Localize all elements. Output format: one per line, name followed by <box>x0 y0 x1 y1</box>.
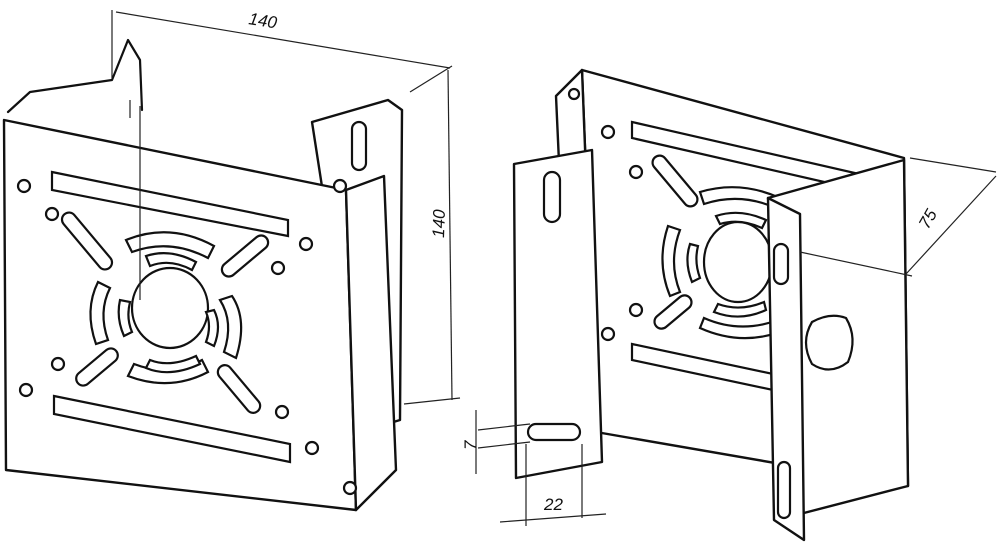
tab-slot <box>542 170 562 224</box>
height-label: 140 <box>429 209 449 239</box>
diagonal-slot <box>651 154 699 208</box>
height-dimension-line <box>447 69 453 401</box>
center-hole <box>130 266 210 350</box>
right-bracket <box>512 68 910 542</box>
mount-hole <box>274 404 290 420</box>
diagonal-slot <box>60 211 114 271</box>
inner-arc-slot <box>714 211 768 230</box>
mount-hole <box>298 236 314 252</box>
side-face <box>344 174 398 512</box>
left-tab <box>512 148 604 480</box>
width-label: 140 <box>247 9 279 32</box>
tab-slot-bottom <box>526 422 582 442</box>
mount-hole <box>600 124 616 140</box>
mount-hole <box>628 164 644 180</box>
mount-hole <box>342 480 358 496</box>
bottom-long-slot <box>52 394 292 464</box>
arc-slot <box>124 231 216 260</box>
left-dimensions: 140 140 <box>111 9 461 405</box>
top-long-slot <box>50 170 290 238</box>
width-dimension-line <box>115 11 451 69</box>
depth-dimension-line <box>905 175 997 275</box>
mount-hole <box>628 302 644 318</box>
inner-arc-slot <box>204 308 220 348</box>
center-hole <box>702 220 774 304</box>
mount-hole <box>44 206 60 222</box>
mount-hole <box>304 440 320 456</box>
mount-hole <box>332 178 348 194</box>
mount-hole <box>16 178 32 194</box>
flange-slot <box>772 242 790 286</box>
flange-slot <box>776 460 792 520</box>
inner-arc-slot <box>144 251 198 272</box>
arc-slot <box>89 280 112 346</box>
cable-hole <box>804 314 854 371</box>
mount-hole <box>50 356 66 372</box>
slot-spacing-dimension-line <box>499 513 607 523</box>
mount-hole <box>600 326 616 342</box>
mount-hole <box>18 382 34 398</box>
diagonal-slot <box>653 294 693 330</box>
arc-slot <box>661 224 682 298</box>
slot-spacing-label: 22 <box>543 495 563 514</box>
mount-hole <box>567 87 581 101</box>
arc-slot <box>218 294 243 360</box>
inner-arc-slot <box>686 242 702 284</box>
flange-slot <box>350 120 368 172</box>
diagonal-slot <box>75 347 119 387</box>
diagonal-slot <box>220 234 270 278</box>
depth-label: 75 <box>915 206 941 232</box>
slot-width-label: 7 <box>461 440 480 450</box>
left-bracket <box>2 38 404 512</box>
inner-arc-slot <box>712 300 768 318</box>
inner-arc-slot <box>117 298 134 338</box>
inner-arc-slot <box>144 354 202 374</box>
mount-hole <box>270 260 286 276</box>
diagonal-slot <box>216 364 262 414</box>
